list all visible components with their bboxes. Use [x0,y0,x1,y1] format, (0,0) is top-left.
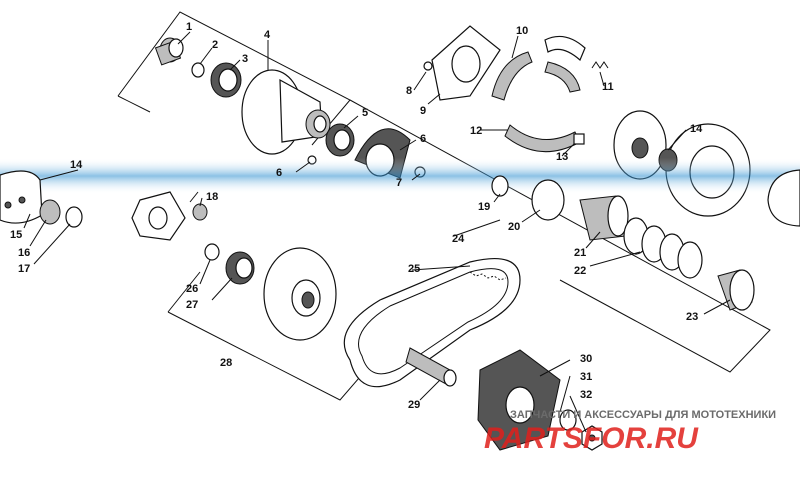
part-14-bearing-upper [325,123,355,157]
group-frame-upper [117,11,351,146]
callout-18: 20 [508,221,520,233]
callout-35: 32 [580,389,592,401]
part-30-bearing [225,251,255,285]
callout-3: 8 [406,85,412,97]
callout-29: 26 [186,283,198,295]
callout-labels: 1 2 3 4 5 6 6 7 8 9 10 11 12 13 14 14 15… [10,21,703,411]
callout-13: 3 [242,53,248,65]
part-35-nut [581,425,603,451]
callout-31: 25 [408,263,420,275]
part-20-spring [623,217,703,279]
part-23-collar [39,199,61,225]
part-3-screw [423,61,433,71]
part-32-shaft [405,347,457,387]
part-33-fan [477,349,561,451]
part-22-fan-wheel [0,170,43,224]
callout-27: 18 [206,191,218,203]
callout-33: 30 [580,353,592,365]
callout-30: 27 [186,299,198,311]
part-13-bearing [210,62,242,98]
callout-14b: 19 [478,201,490,213]
part-14-bearing-lower [491,175,509,197]
callout-24: 17 [18,263,30,275]
callout-1: 24 [452,233,465,245]
callout-34: 31 [580,371,592,383]
part-5-spring [591,61,609,69]
callout-21: 23 [686,311,698,323]
part-27-slider [192,203,208,221]
part-drum-right [767,169,800,227]
part-24-nut [65,206,83,228]
part-6-clutch-shoe-upper [491,35,586,101]
callout-4: 9 [420,105,426,117]
callout-11: 1 [186,21,192,33]
callout-28: 28 [220,357,232,369]
part-11-bushing [154,37,184,66]
callout-25: 14 [70,159,83,171]
callout-32: 29 [408,399,420,411]
callout-23: 16 [18,247,30,259]
callout-6a: 10 [516,25,528,37]
callout-15: 6 [276,167,282,179]
watermark-band [0,158,800,194]
part-31-drive-belt [343,258,521,388]
part-7-nut [573,133,585,145]
callout-14a: 5 [362,107,368,119]
callout-12: 2 [212,39,218,51]
part-4-gasket [431,25,501,101]
leader-lines [23,31,731,433]
callout-20: 22 [574,265,586,277]
callout-16: 7 [396,177,402,189]
part-29-ring [204,243,220,261]
callout-19: 21 [574,247,586,259]
callout-22: 15 [10,229,22,241]
callout-7: 13 [556,151,568,163]
callout-9: 14 [690,123,703,135]
watermark-brand: PARTSFOR.RU [484,422,699,455]
part-10-clutch-hub [241,69,331,155]
part-28-driven-sheave [263,247,337,341]
watermark-tagline: ЗАПЧАСТИ И АКСЕССУАРЫ ДЛЯ МОТОТЕХНИКИ [510,409,776,421]
part-18-snap-ring [531,179,565,221]
callout-5: 11 [602,81,614,93]
part-21-cap [717,269,755,311]
part-26-ramp-plate [131,191,186,241]
part-34-washer [559,409,577,431]
callout-17: 6 [420,133,426,145]
part-6-clutch-shoe-lower [504,124,581,153]
callout-6b: 12 [470,125,482,137]
group-frame-lower [117,95,771,373]
part-19-sleeve [579,195,629,241]
part-12-ring [191,62,205,78]
callout-10: 4 [264,29,271,41]
